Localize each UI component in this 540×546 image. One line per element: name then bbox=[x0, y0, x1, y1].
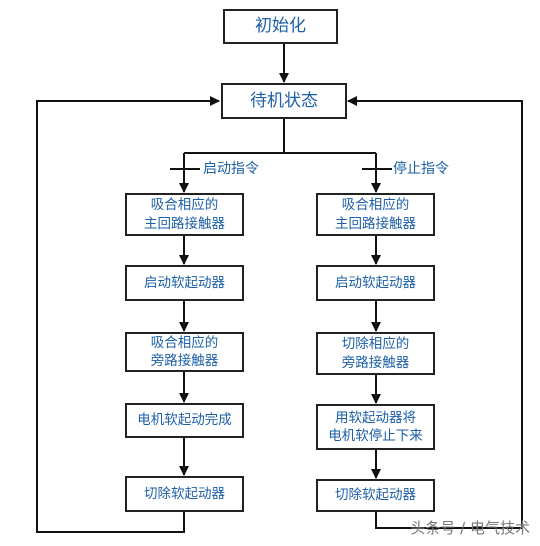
right-step-label: 切除软起动器 bbox=[335, 487, 416, 504]
start-command-label: 启动指令 bbox=[203, 161, 259, 177]
standby-box: 待机状态 bbox=[221, 83, 347, 119]
right-step-close-main-contactor: 吸合相应的 主回路接触器 bbox=[316, 193, 435, 236]
left-step-close-bypass-contactor: 吸合相应的 旁路接触器 bbox=[125, 332, 244, 372]
loop-right-to-standby bbox=[347, 96, 523, 529]
right-step-soft-stop-motor: 用软起动器将 电机软停止下来 bbox=[316, 404, 435, 450]
stop-command-label: 停止指令 bbox=[393, 161, 449, 177]
left-step-cut-soft-starter: 切除软起动器 bbox=[125, 476, 244, 512]
right-step-label: 用软起动器将 电机软停止下来 bbox=[328, 409, 423, 444]
right-step-label: 吸合相应的 主回路接触器 bbox=[335, 197, 416, 232]
right-step-label: 启动软起动器 bbox=[335, 274, 416, 291]
left-step-start-soft-starter: 启动软起动器 bbox=[125, 265, 244, 301]
left-step-label: 吸合相应的 旁路接触器 bbox=[150, 334, 219, 369]
left-step-soft-start-complete: 电机软起动完成 bbox=[125, 403, 244, 438]
right-step-cut-bypass-contactor: 切除相应的 旁路接触器 bbox=[316, 332, 435, 375]
standby-label: 待机状态 bbox=[250, 90, 318, 111]
left-step-label: 切除软起动器 bbox=[144, 485, 225, 502]
left-step-label: 吸合相应的 主回路接触器 bbox=[144, 197, 225, 232]
right-step-label: 切除相应的 旁路接触器 bbox=[341, 336, 410, 371]
right-step-cut-soft-starter: 切除软起动器 bbox=[316, 479, 435, 512]
init-label: 初始化 bbox=[255, 16, 306, 37]
left-step-close-main-contactor: 吸合相应的 主回路接触器 bbox=[125, 193, 244, 236]
right-step-start-soft-starter: 启动软起动器 bbox=[316, 265, 435, 301]
loop-left-to-standby bbox=[36, 96, 220, 533]
left-step-label: 电机软起动完成 bbox=[137, 412, 232, 429]
watermark: 头条号 / 电气技术 bbox=[410, 519, 530, 537]
left-step-label: 启动软起动器 bbox=[144, 274, 225, 291]
init-box: 初始化 bbox=[223, 9, 338, 44]
